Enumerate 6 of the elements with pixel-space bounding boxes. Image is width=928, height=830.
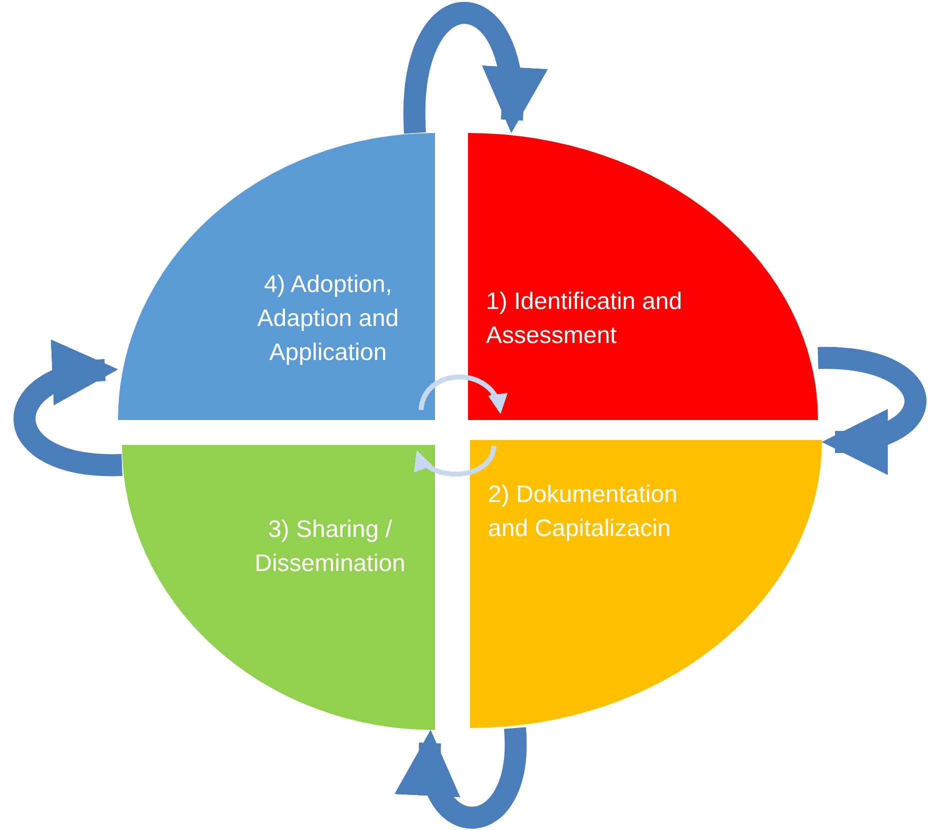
segment-label: 1) Identificatin and Assessment [486,287,684,351]
segment-label: 3) Sharing / Dissemination [254,515,406,579]
segment-label: 2) Dokumentation and Capitalizacin [488,480,678,544]
cycle-arrow [416,445,496,476]
cycle-arrow [418,374,506,414]
segment-label: 4) Adoption, Adaption and Application [256,270,400,368]
